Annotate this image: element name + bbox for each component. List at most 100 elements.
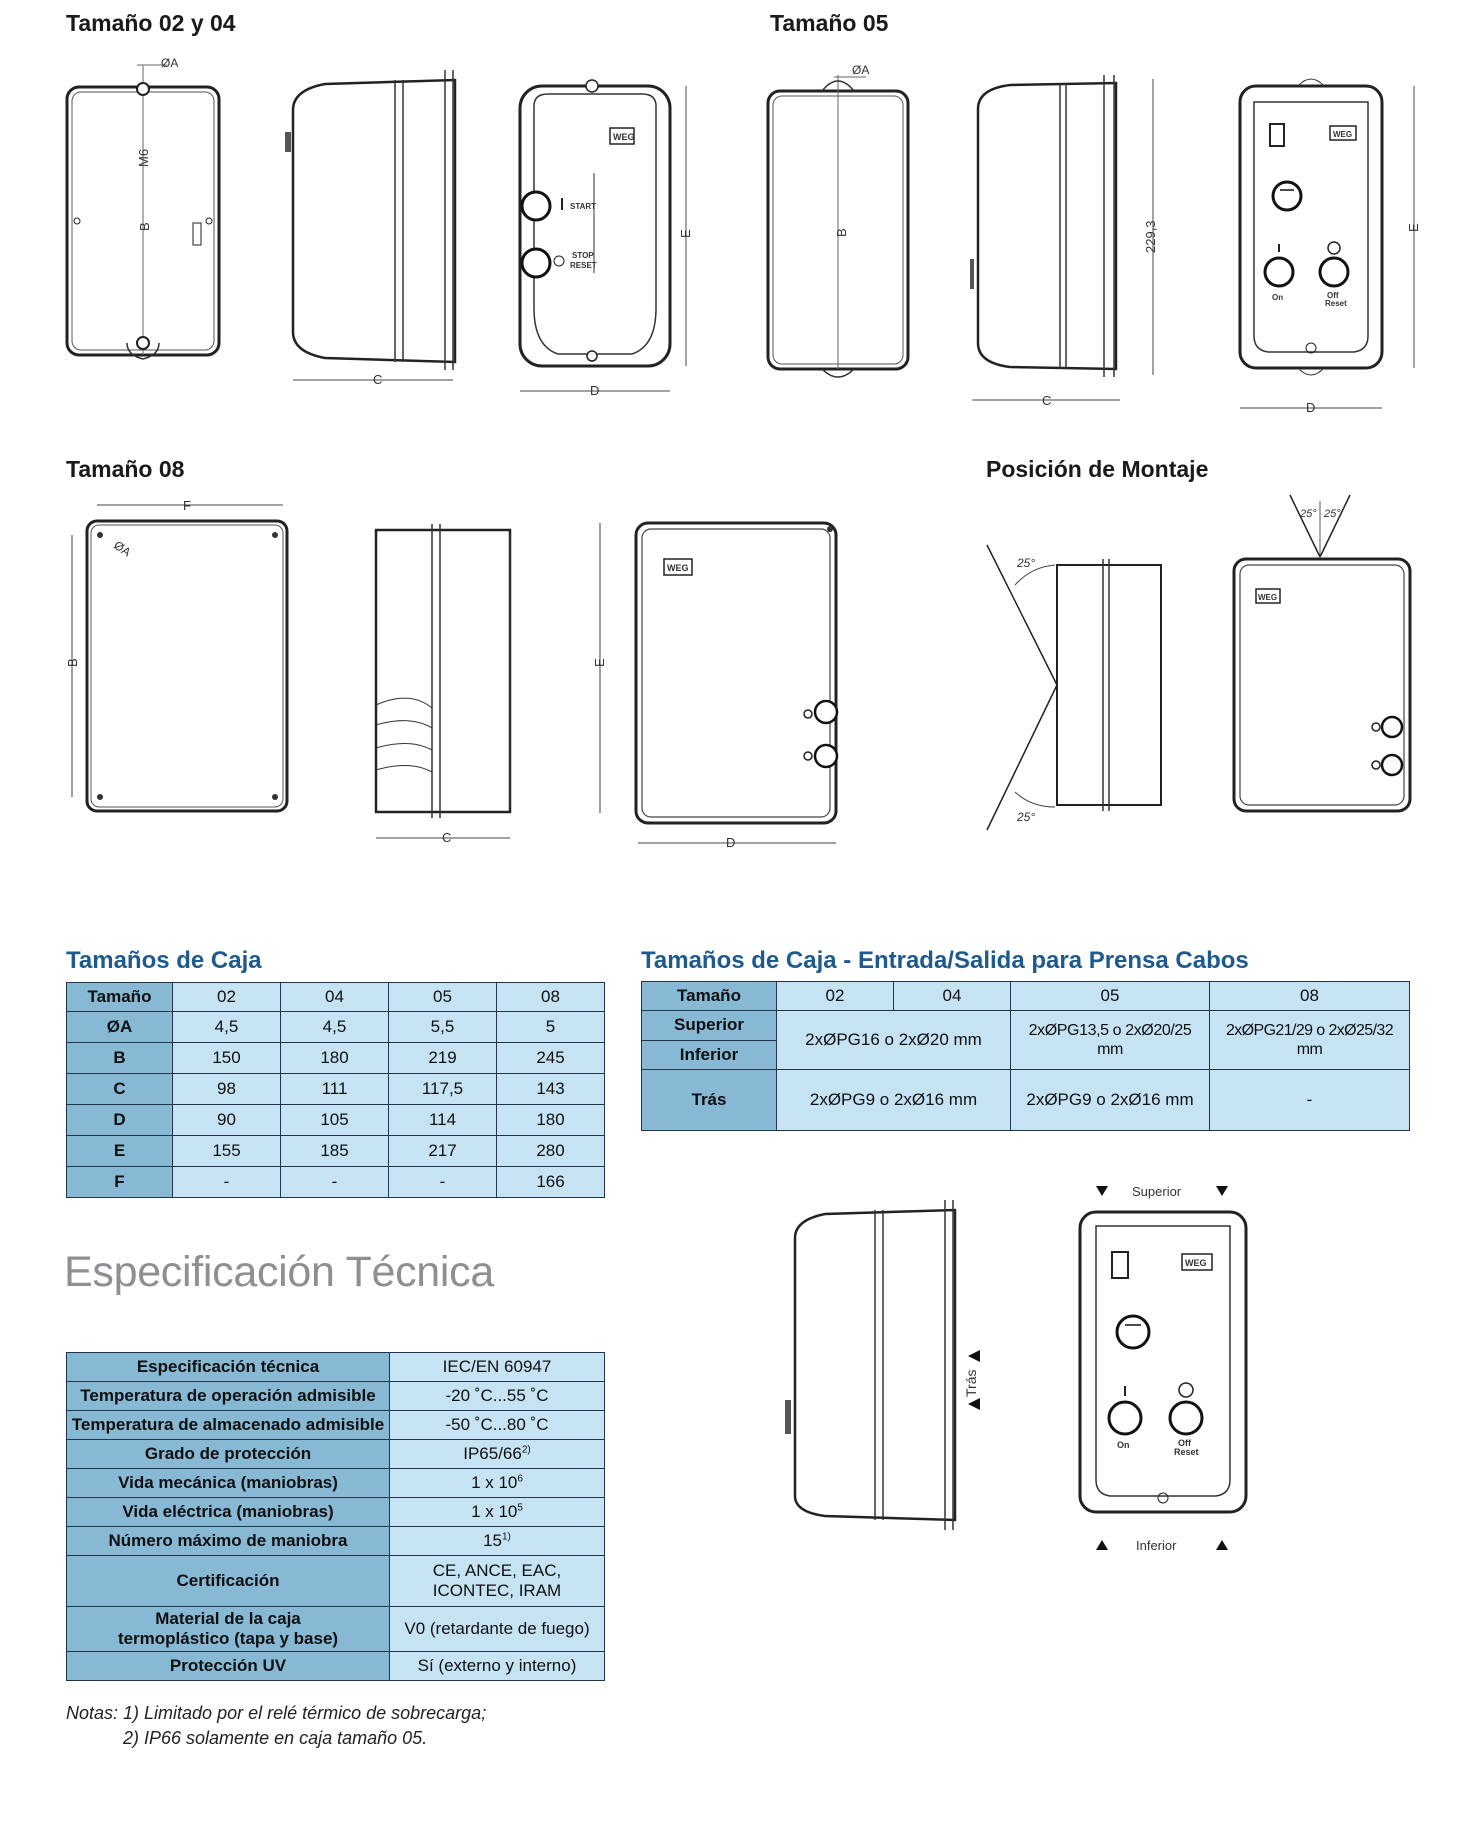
label-angle-left: 25° [1299, 508, 1317, 520]
spec-value-text: 1 x 10 [471, 1501, 518, 1521]
label-m6: M6 [136, 149, 151, 167]
spec-value-superscript: 6 [517, 1473, 523, 1485]
spec-value-text: CE, ANCE, EAC, ICONTEC, IRAM [432, 1560, 562, 1600]
drawing-size-05-side: C 229,3 [970, 75, 1158, 408]
heading-box-sizes: Tamaños de Caja [66, 947, 262, 974]
inferior-arrow-right-icon [1216, 1540, 1228, 1550]
weg-logo-entry: WEG [1185, 1258, 1207, 1268]
drawing-size-02-04-back: ØA M6 B [65, 56, 221, 360]
spec-value-superscript: 1) [502, 1531, 511, 1543]
spec-value-text: 15 [483, 1530, 502, 1550]
spec-label: Protección UV [66, 1651, 390, 1681]
entry-header-02: 02 [776, 981, 894, 1011]
entry-label-tras: Trás [641, 1069, 777, 1131]
label-d-08: D [726, 835, 735, 850]
sizes-header-cell: 02 [172, 982, 281, 1012]
drawing-entry-front: Superior WEG On Off Reset Inferior [1078, 1184, 1248, 1553]
drawing-size-05-front: WEG On Off Reset D E [1238, 78, 1421, 415]
entry-row-inferior: Inferior [641, 1040, 1410, 1070]
sizes-cell: 4,5 [172, 1011, 281, 1043]
weg-logo-02-04: WEG [613, 132, 635, 142]
spec-label: Número máximo de maniobra [66, 1526, 390, 1556]
label-c-02-04: C [373, 372, 382, 387]
spec-value-text: IP65/66 [463, 1443, 522, 1463]
sizes-cell: - [280, 1166, 389, 1198]
heading-technical-spec: Especificación Técnica [64, 1248, 494, 1296]
spec-value-text: -20 ˚C...55 ˚C [445, 1385, 549, 1405]
note-line-1: Notas: 1) Limitado por el relé térmico d… [66, 1703, 487, 1723]
drawing-size-08-side: C [374, 524, 512, 845]
sizes-cell: 111 [280, 1073, 389, 1105]
heading-mounting-position: Posición de Montaje [986, 456, 1209, 482]
weg-logo-05: WEG [1333, 130, 1352, 139]
drawing-size-08-back: F ØA B [65, 498, 289, 813]
spec-value: Sí (externo y interno) [389, 1651, 605, 1681]
spec-value: 1 x 105 [389, 1497, 605, 1527]
sizes-header-cell: Tamaño [66, 982, 173, 1012]
sizes-cell: 155 [172, 1135, 281, 1167]
sizes-cell: 217 [388, 1135, 497, 1167]
spec-value-text: IEC/EN 60947 [442, 1356, 552, 1376]
spec-row: Vida eléctrica (maniobras)1 x 105 [66, 1497, 605, 1527]
drawing-mounting-side: 25° 25° [986, 544, 1162, 831]
weg-logo-mounting: WEG [1258, 593, 1277, 602]
sizes-cell: 114 [388, 1104, 497, 1136]
label-d-05: D [1306, 400, 1315, 415]
sizes-cell: 143 [496, 1073, 605, 1105]
sizes-cell: - [388, 1166, 497, 1198]
label-superior: Superior [1132, 1184, 1182, 1199]
sizes-cell: 185 [280, 1135, 389, 1167]
tras-arrow-top-icon [968, 1350, 980, 1362]
inferior-arrow-left-icon [1096, 1540, 1108, 1550]
spec-label: Temperatura de almacenado admisible [66, 1410, 390, 1440]
sizes-cell: 90 [172, 1104, 281, 1136]
spec-value-text: V0 (retardante de fuego) [404, 1618, 590, 1638]
label-on-05: On [1272, 293, 1283, 302]
heading-size-08: Tamaño 08 [66, 456, 185, 482]
spec-value-text: -50 ˚C...80 ˚C [445, 1414, 549, 1434]
spec-label: Material de la caja termoplástico (tapa … [66, 1606, 390, 1652]
entry-tras-02-04: 2xØPG9 o 2xØ16 mm [776, 1069, 1011, 1131]
spec-label: Grado de protección [66, 1439, 390, 1469]
label-off-reset-05: Reset [1325, 299, 1347, 308]
label-angle-bottom: 25° [1016, 810, 1035, 824]
spec-label: Temperatura de operación admisible [66, 1381, 390, 1411]
label-e-05: E [1406, 223, 1421, 232]
drawing-size-02-04-front: WEG START STOP RESET D E [518, 79, 693, 398]
drawing-mounting-front: 25° 25° WEG [1232, 494, 1412, 813]
sizes-cell: 4,5 [280, 1011, 389, 1043]
entry-sup-inf-05: 2xØPG13,5 o 2xØ20/25 mm [1010, 1010, 1210, 1070]
label-angle-right: 25° [1323, 508, 1341, 520]
superior-arrow-right-icon [1216, 1186, 1228, 1196]
sizes-row-label: F [66, 1166, 173, 1198]
label-b-08: B [65, 658, 80, 667]
spec-value-text: 1 x 10 [471, 1472, 518, 1492]
sizes-row: F---166 [66, 1166, 605, 1198]
spec-label: Especificación técnica [66, 1352, 390, 1382]
spec-label: Certificación [66, 1555, 390, 1607]
label-dia-a-05: ØA [852, 63, 869, 77]
spec-value: -50 ˚C...80 ˚C [389, 1410, 605, 1440]
entry-header-05: 05 [1010, 981, 1210, 1011]
entry-tras-markers [968, 1350, 980, 1410]
label-c-08: C [442, 830, 451, 845]
spec-value: IP65/662) [389, 1439, 605, 1469]
entry-row-tras: Trás 2xØPG9 o 2xØ16 mm 2xØPG9 o 2xØ16 mm… [641, 1069, 1410, 1131]
entry-header-08: 08 [1209, 981, 1410, 1011]
sizes-cell: 150 [172, 1042, 281, 1074]
spec-value: 1 x 106 [389, 1468, 605, 1498]
label-b: B [137, 222, 152, 231]
sizes-row-label: B [66, 1042, 173, 1074]
spec-row: Temperatura de almacenado admisible -50 ˚… [66, 1410, 605, 1440]
label-d-02-04: D [590, 383, 599, 398]
label-f-08: F [183, 498, 191, 513]
entry-label-superior: Superior [641, 1010, 777, 1041]
label-dia-a: ØA [161, 56, 178, 70]
sizes-cell: 98 [172, 1073, 281, 1105]
label-start: START [570, 202, 596, 211]
